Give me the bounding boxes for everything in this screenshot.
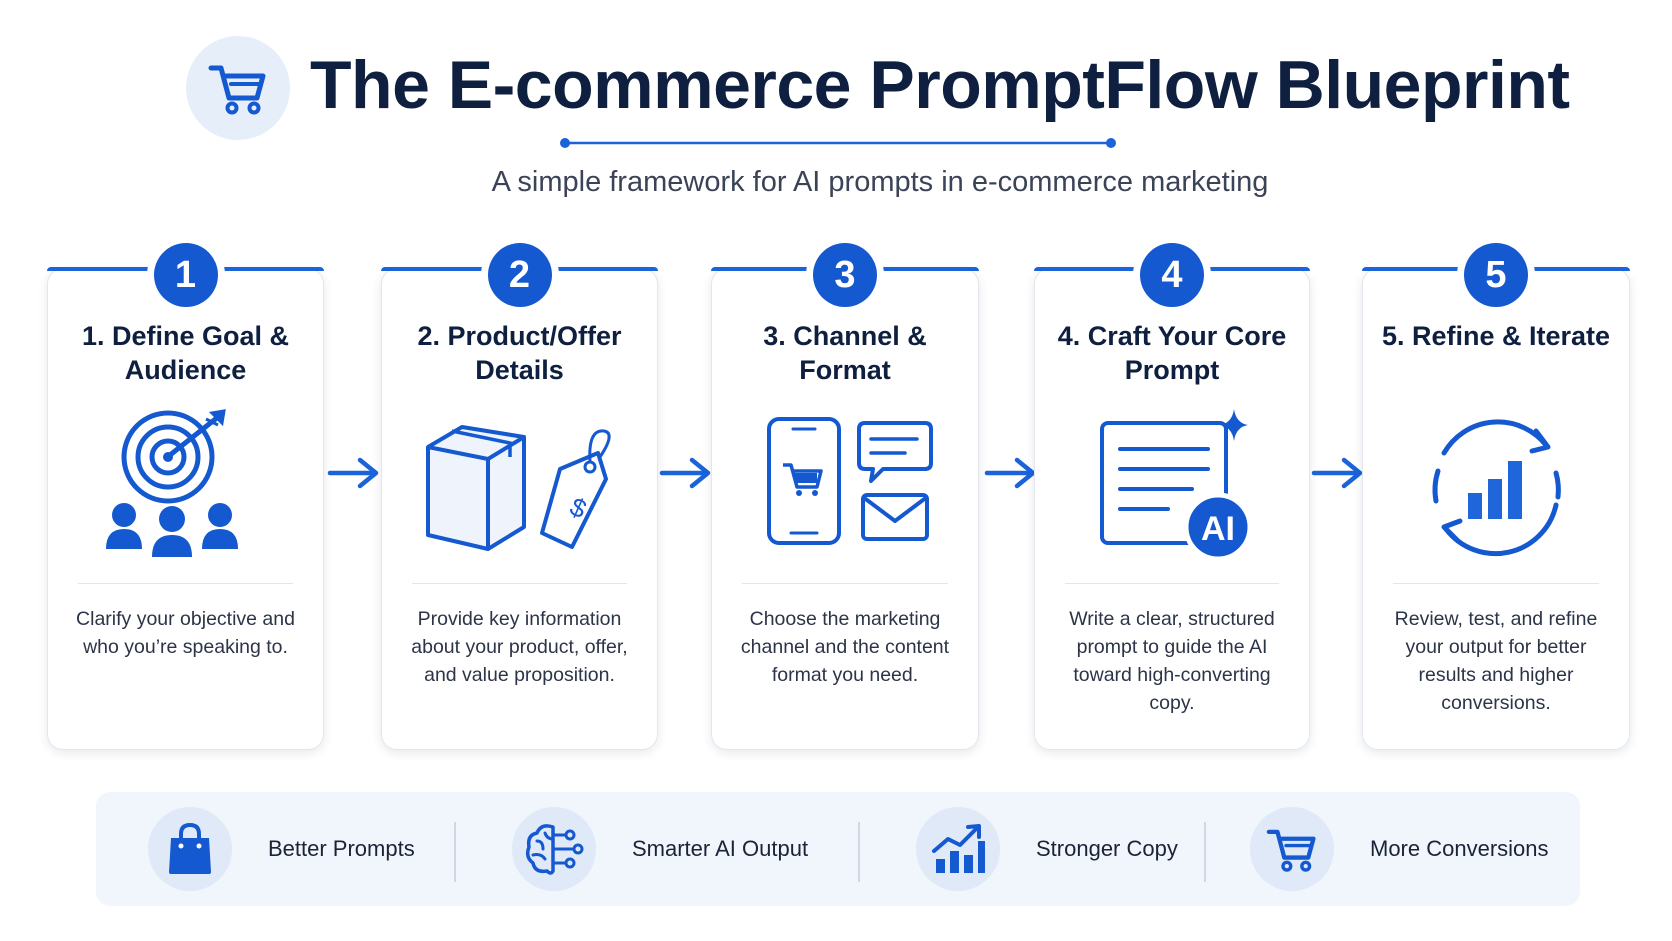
step-number-badge: 1: [153, 243, 218, 307]
title-underline: [560, 138, 1116, 148]
step-number-badge: 5: [1464, 243, 1528, 307]
step-description: Provide key information about your produ…: [411, 608, 628, 686]
benefit-separator: [858, 822, 860, 882]
arrow-right-icon: [327, 457, 379, 489]
benefit-label: Stronger Copy: [1036, 836, 1178, 861]
logo-badge: [186, 36, 290, 140]
card-divider: [1065, 583, 1279, 584]
arrow-right-icon: [659, 457, 711, 489]
benefit-separator: [454, 822, 456, 882]
step-description: Clarify your objective and who you’re sp…: [76, 608, 295, 658]
ai-document-icon: AI: [1100, 409, 1253, 562]
refresh-chart-icon: [1432, 419, 1561, 557]
benefit-stronger-copy: Stronger Copy: [916, 792, 1178, 906]
benefit-more-conversions: More Conversions: [1250, 792, 1549, 906]
benefit-icon-badge: [916, 807, 1000, 891]
benefit-better-prompts: Better Prompts: [148, 792, 415, 906]
benefit-separator: [1204, 822, 1206, 882]
card-divider: [1393, 583, 1599, 584]
step-number-badge: 2: [487, 243, 552, 307]
step-card-2: 2 2. Product/Offer Details $ Provide key…: [381, 243, 658, 750]
svg-text:AI: AI: [1201, 510, 1235, 548]
step-number-badge: 4: [1140, 243, 1204, 307]
benefit-icon-badge: [512, 807, 596, 891]
step-card-1: 1 1. Define Goal & Audience Clarify your…: [47, 243, 324, 750]
step-description: Review, test, and refine your output for…: [1394, 608, 1598, 714]
step-title: 3. Channel & Format: [763, 321, 927, 385]
phone-chat-email-icon: [767, 417, 933, 545]
step-card-4: 4 4. Craft Your Core Prompt AI Write a c…: [1034, 243, 1310, 750]
card-divider: [78, 583, 293, 584]
step-number-badge: 3: [813, 243, 877, 307]
benefit-icon-badge: [148, 807, 232, 891]
step-title: 2. Product/Offer Details: [417, 321, 622, 385]
shopping-bag-icon: [169, 822, 211, 874]
benefit-icon-badge: [1250, 807, 1334, 891]
step-description: Write a clear, structured prompt to guid…: [1069, 608, 1275, 714]
benefit-smarter-ai-output: Smarter AI Output: [512, 792, 808, 906]
shopping-cart-icon: [1266, 829, 1316, 872]
benefit-label: Better Prompts: [268, 836, 415, 861]
card-divider: [742, 583, 948, 584]
page-subtitle: A simple framework for AI prompts in e-c…: [491, 166, 1269, 198]
arrow-right-icon: [1311, 457, 1363, 489]
card-divider: [412, 583, 627, 584]
target-audience-icon: [105, 409, 238, 557]
page-title: The E-commerce PromptFlow Blueprint: [310, 47, 1570, 123]
benefit-label: Smarter AI Output: [632, 836, 809, 861]
step-title: 1. Define Goal & Audience: [81, 321, 290, 385]
step-title: 4. Craft Your Core Prompt: [1057, 321, 1287, 385]
arrow-right-icon: [984, 457, 1036, 489]
step-card-3: 3 3. Channel & Format Choose the marketi…: [711, 243, 979, 750]
step-description: Choose the marketing channel and the con…: [740, 608, 950, 686]
benefit-label: More Conversions: [1370, 836, 1549, 861]
benefits-bar: Better Prompts Smarter AI Output: [96, 792, 1580, 906]
growth-chart-icon: [932, 824, 985, 873]
step-card-5: 5 5. Refine & Iterate Review, test, and …: [1362, 243, 1630, 750]
brain-circuit-icon: [525, 824, 584, 875]
step-title: 5. Refine & Iterate: [1381, 321, 1611, 351]
shopping-cart-icon: [208, 65, 266, 115]
box-and-price-tag-icon: $: [425, 425, 611, 551]
